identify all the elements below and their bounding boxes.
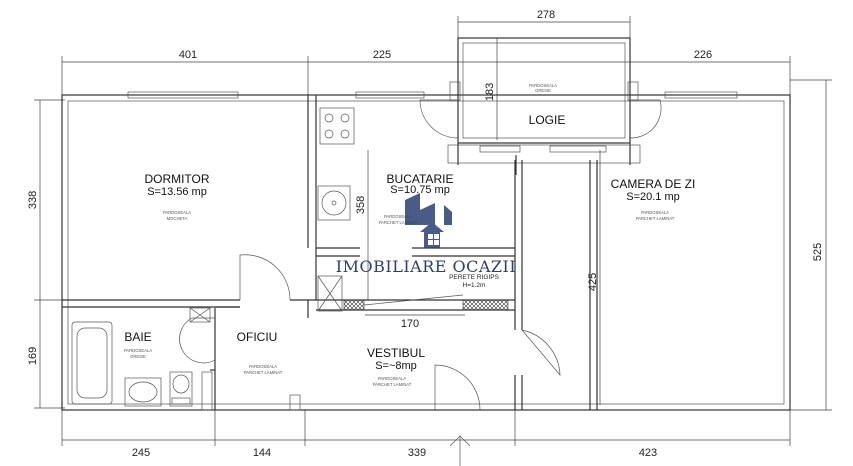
floor-label: PARDOSEALA (641, 210, 669, 215)
floor-label: PARDOSEALA (249, 364, 277, 369)
doors (179, 99, 662, 411)
dim-bottom-2: 144 (253, 447, 271, 459)
room-area: S=~8mp (375, 360, 417, 372)
bathroom-fixtures (71, 321, 193, 407)
floor-type: PARCHET LAMINAT (636, 216, 675, 221)
room-logie: PARDOSEALA GRESIE LOGIE (529, 83, 566, 127)
room-area: S=10.75 mp (390, 184, 450, 196)
dim-top-4: 226 (694, 49, 712, 61)
dim-left-1: 338 (27, 191, 39, 209)
floor-label: PARDOSEALA (124, 348, 152, 353)
dim-bottom-4: 423 (639, 447, 657, 459)
door-logie-left (419, 99, 459, 139)
dim-bottom-3: 339 (408, 447, 426, 459)
windows (127, 81, 738, 153)
floor-label: PARDOSEALA (378, 376, 406, 381)
door-logie-right (629, 99, 662, 139)
dimension-lines (34, 16, 832, 446)
washbasin-icon (124, 377, 162, 407)
room-vestibul: VESTIBUL S=~8mp PARDOSEALA PARCHET LAMIN… (367, 346, 425, 387)
room-area: S=20.1 mp (626, 191, 680, 203)
bathtub-icon (71, 321, 113, 405)
dim-left-2: 169 (27, 347, 39, 365)
floor-type: PARCHET LAMINAT (244, 370, 283, 375)
floor-type: MOCHETA (167, 216, 188, 221)
room-oficiu: OFICIU PARDOSEALA PARCHET LAMINAT (237, 330, 283, 375)
toilet-icon (169, 371, 193, 407)
room-bucatarie: BUCATARIE S=10.75 mp PARDOSEALA PARCHET … (379, 172, 454, 225)
window-logie-2 (549, 145, 607, 153)
vent-box (189, 307, 211, 323)
watermark: IMOBILIARE OCAZII (336, 193, 516, 276)
window-camera (664, 91, 738, 99)
watermark-text: IMOBILIARE OCAZII (336, 257, 516, 276)
door-entrance (434, 364, 481, 411)
room-name: BUCATARIE (387, 172, 454, 186)
floor-label: PARDOSEALA (384, 214, 412, 219)
window-bucatarie (355, 91, 425, 99)
room-name: BAIE (124, 330, 151, 344)
room-camera-de-zi: CAMERA DE ZI S=20.1 mp PARDOSEALA PARCHE… (611, 177, 696, 221)
room-baie: BAIE PARDOSEALA GRESIE (124, 330, 152, 359)
utility-box (317, 275, 343, 312)
dim-top-1: 401 (179, 49, 197, 61)
door-camera (521, 329, 561, 377)
partition-height: H=1.2m (463, 282, 486, 289)
room-name: VESTIBUL (367, 346, 425, 360)
floor-type: PARCHET LAMINAT (379, 220, 418, 225)
partition-note: PERETE RIGIPS H=1.2m (449, 274, 500, 289)
room-name: LOGIE (529, 113, 566, 127)
kitchen-fixtures (317, 107, 355, 221)
room-name: CAMERA DE ZI (611, 177, 696, 191)
dim-top-3: 278 (537, 9, 555, 21)
room-dormitor: DORMITOR S=13.56 mp PARDOSEALA MOCHETA (144, 172, 209, 221)
partition-label: PERETE RIGIPS (449, 274, 500, 281)
floor-type: PARCHET LAMINAT (373, 382, 412, 387)
dim-logie-depth: 183 (484, 83, 496, 101)
partitions (189, 275, 509, 323)
dim-bottom-1: 245 (132, 447, 150, 459)
floor-label: PARDOSEALA (529, 83, 557, 88)
floor-type: GRESIE (535, 88, 551, 93)
door-baie (179, 317, 216, 364)
floor-type: GRESIE (130, 354, 146, 359)
dim-right: 525 (812, 243, 824, 261)
window-dormitor (127, 91, 239, 99)
room-area: S=13.56 mp (147, 186, 207, 198)
room-name: DORMITOR (144, 172, 209, 186)
dim-kitchen-height: 358 (355, 196, 367, 214)
dim-hall-width: 170 (401, 318, 419, 330)
stove-icon (319, 107, 355, 145)
entrance-arrow-icon (449, 435, 471, 466)
window-logie-1 (479, 145, 521, 153)
door-dormitor (239, 254, 291, 301)
house-logo-icon (405, 193, 452, 248)
room-name: OFICIU (237, 330, 278, 344)
floor-label: PARDOSEALA (163, 210, 191, 215)
sink-icon (317, 185, 351, 221)
dim-top-2: 225 (373, 49, 391, 61)
